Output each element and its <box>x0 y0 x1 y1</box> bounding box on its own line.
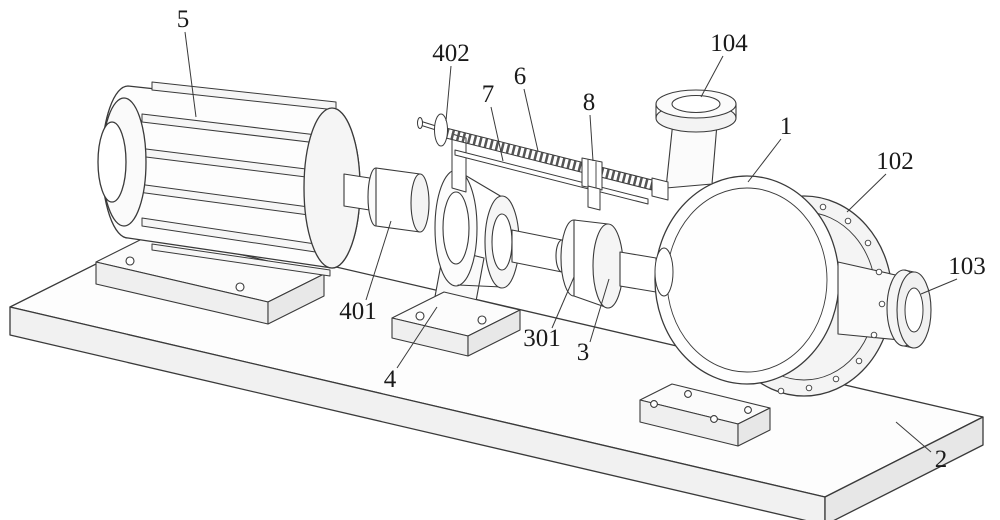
part-label-301: 301 <box>523 325 561 352</box>
part-label-102: 102 <box>876 148 914 175</box>
leader-line-104 <box>700 55 724 98</box>
shaft-coupling <box>511 219 657 309</box>
handwheel-disc-402 <box>434 113 448 147</box>
leader-line-401 <box>365 220 392 301</box>
part-label-2: 2 <box>935 446 948 473</box>
leader-line-4 <box>396 306 438 369</box>
part-label-104: 104 <box>710 30 748 57</box>
pump <box>654 89 932 397</box>
part-label-8: 8 <box>583 89 596 116</box>
part-label-5: 5 <box>177 6 190 33</box>
pedestal-foot-side <box>467 309 521 357</box>
motor-mount-base <box>95 233 325 325</box>
motor-base-bolt <box>235 282 245 292</box>
threaded-rod-outline <box>445 127 661 193</box>
pump-foot-bolt <box>650 400 658 408</box>
pump-foot-bolt <box>744 406 752 414</box>
leader-line-103 <box>920 278 958 295</box>
part-label-1: 1 <box>780 113 793 140</box>
labels-layer: 5 402 76 8 104 1 102 103 401 4 301 3 2 <box>177 6 986 473</box>
part-label-103: 103 <box>948 253 986 280</box>
leader-line-301 <box>551 276 575 329</box>
motor-base-bolt <box>125 256 135 266</box>
motor-end-hub <box>97 121 127 203</box>
threaded-rod-6 <box>444 128 662 192</box>
motor-shaft-assembly <box>343 167 430 233</box>
pump-foot <box>639 383 771 447</box>
rod-support-post <box>451 133 467 193</box>
part-label-6: 6 <box>514 63 527 90</box>
coupling-half-3 <box>592 223 624 309</box>
leader-line-3 <box>589 278 610 343</box>
part-label-4: 4 <box>384 366 397 393</box>
pump-shaft-stub <box>619 251 657 293</box>
part-label-3: 3 <box>577 339 590 366</box>
pump-foot-bolt <box>684 390 692 398</box>
pedestal-bolt <box>415 311 425 321</box>
rod-bracket-8 <box>581 157 603 191</box>
rod-bracket-tab <box>587 185 601 211</box>
inlet-bore <box>671 95 721 113</box>
leader-line-402 <box>445 65 452 122</box>
intermediate-shaft <box>511 229 563 273</box>
part-label-402: 402 <box>432 40 470 67</box>
rod-end-bracket <box>651 177 669 201</box>
leader-line-2 <box>895 421 932 453</box>
part-label-401: 401 <box>339 298 377 325</box>
leader-line-8 <box>589 114 594 162</box>
leader-line-102 <box>846 173 887 213</box>
part-label-7: 7 <box>482 81 495 108</box>
pump-shaft-hub <box>654 247 674 297</box>
bearing-pedestal <box>391 169 521 357</box>
leader-line-5 <box>184 31 197 118</box>
base-plate-side <box>824 416 984 520</box>
pump-foot-bolt <box>710 415 718 423</box>
leader-line-7 <box>490 106 504 162</box>
pump-foot-side <box>737 407 771 447</box>
leader-line-1 <box>747 138 782 183</box>
leader-line-6 <box>523 88 539 152</box>
outlet-bore <box>904 287 924 333</box>
cover-bolts <box>777 203 886 395</box>
motor-cooling-fins <box>137 81 347 277</box>
pedestal-bolt <box>477 315 487 325</box>
motor <box>97 81 361 277</box>
base-plate-front <box>9 306 826 520</box>
pump-casing <box>654 175 840 385</box>
adjusting-rod-assembly <box>417 113 669 211</box>
